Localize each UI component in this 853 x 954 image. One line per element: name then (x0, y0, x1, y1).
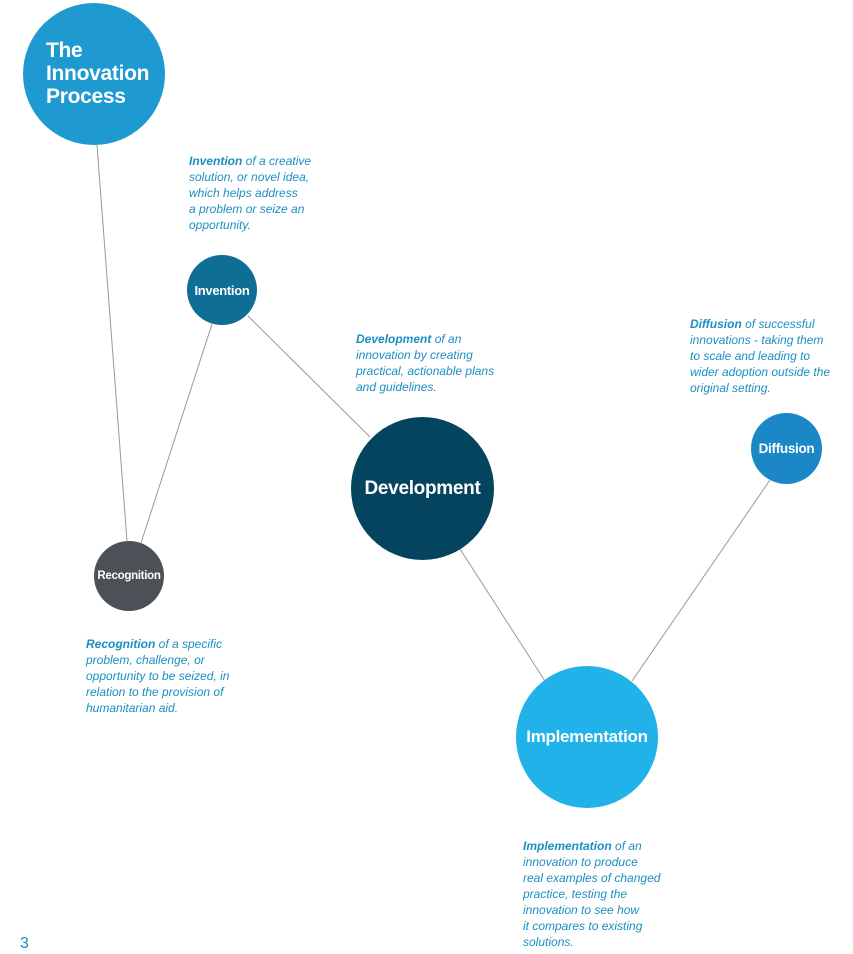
description-line: a problem or seize an (189, 202, 305, 216)
description-development: Development of an innovation by creating… (356, 331, 516, 395)
title-line-1: The (46, 38, 83, 62)
description-term: Invention (189, 154, 243, 168)
description-line: of a creative (242, 154, 312, 168)
description-line: opportunity. (189, 218, 251, 232)
description-line: innovation to produce (523, 855, 638, 869)
description-line: practical, actionable plans (356, 364, 495, 378)
description-recognition: Recognition of a specific problem, chall… (86, 636, 261, 716)
description-line: relation to the provision of (86, 685, 224, 699)
node-development: Development (351, 417, 494, 560)
node-label: Diffusion (758, 441, 815, 456)
node-invention: Invention (187, 255, 257, 325)
description-term: Implementation (523, 839, 612, 853)
title-line-2: Innovation (46, 61, 150, 85)
node-label: Invention (194, 282, 250, 298)
node-label: Implementation (526, 727, 648, 746)
description-line: solutions. (523, 935, 574, 949)
description-term: Diffusion (690, 317, 742, 331)
description-line: wider adoption outside the (690, 365, 831, 379)
connector-invention-development (247, 315, 371, 438)
description-line: and guidelines. (356, 380, 437, 394)
node-diffusion: Diffusion (751, 413, 822, 484)
node-label: Recognition (97, 570, 161, 582)
description-line: it compares to existing (523, 919, 643, 933)
description-term: Development (356, 332, 432, 346)
description-line: of successful (741, 317, 815, 331)
description-line: original setting. (690, 381, 771, 395)
connector-development-implementation (459, 548, 546, 682)
connector-recognition-invention (140, 323, 213, 544)
title-line-3: Process (46, 84, 126, 108)
page-number: 3 (20, 935, 29, 952)
connector-title-recognition (96, 144, 128, 542)
node-label: Development (364, 477, 481, 499)
description-line: of an (611, 839, 642, 853)
description-invention: Invention of a creative solution, or nov… (189, 153, 339, 233)
description-line: innovations - taking them (690, 333, 824, 347)
description-line: innovation to see how (523, 903, 640, 917)
diagram-title: The Innovation Process (23, 39, 149, 108)
description-term: Recognition (86, 637, 156, 651)
description-line: opportunity to be seized, in (86, 669, 230, 683)
title-circle: The Innovation Process (23, 3, 165, 145)
description-line: practice, testing the (523, 887, 628, 901)
connector-implementation-diffusion (631, 479, 771, 682)
node-recognition: Recognition (94, 541, 164, 611)
description-line: problem, challenge, or (86, 653, 205, 667)
description-line: humanitarian aid. (86, 701, 179, 715)
description-line: real examples of changed (523, 871, 661, 885)
description-line: innovation by creating (356, 348, 473, 362)
description-implementation: Implementation of an innovation to produ… (523, 838, 683, 950)
description-line: which helps address (189, 186, 298, 200)
description-line: of an (431, 332, 462, 346)
description-line: to scale and leading to (690, 349, 811, 363)
description-line: solution, or novel idea, (189, 170, 310, 184)
node-implementation: Implementation (516, 666, 658, 808)
description-diffusion: Diffusion of successful innovations - ta… (690, 316, 850, 396)
description-line: of a specific (155, 637, 223, 651)
